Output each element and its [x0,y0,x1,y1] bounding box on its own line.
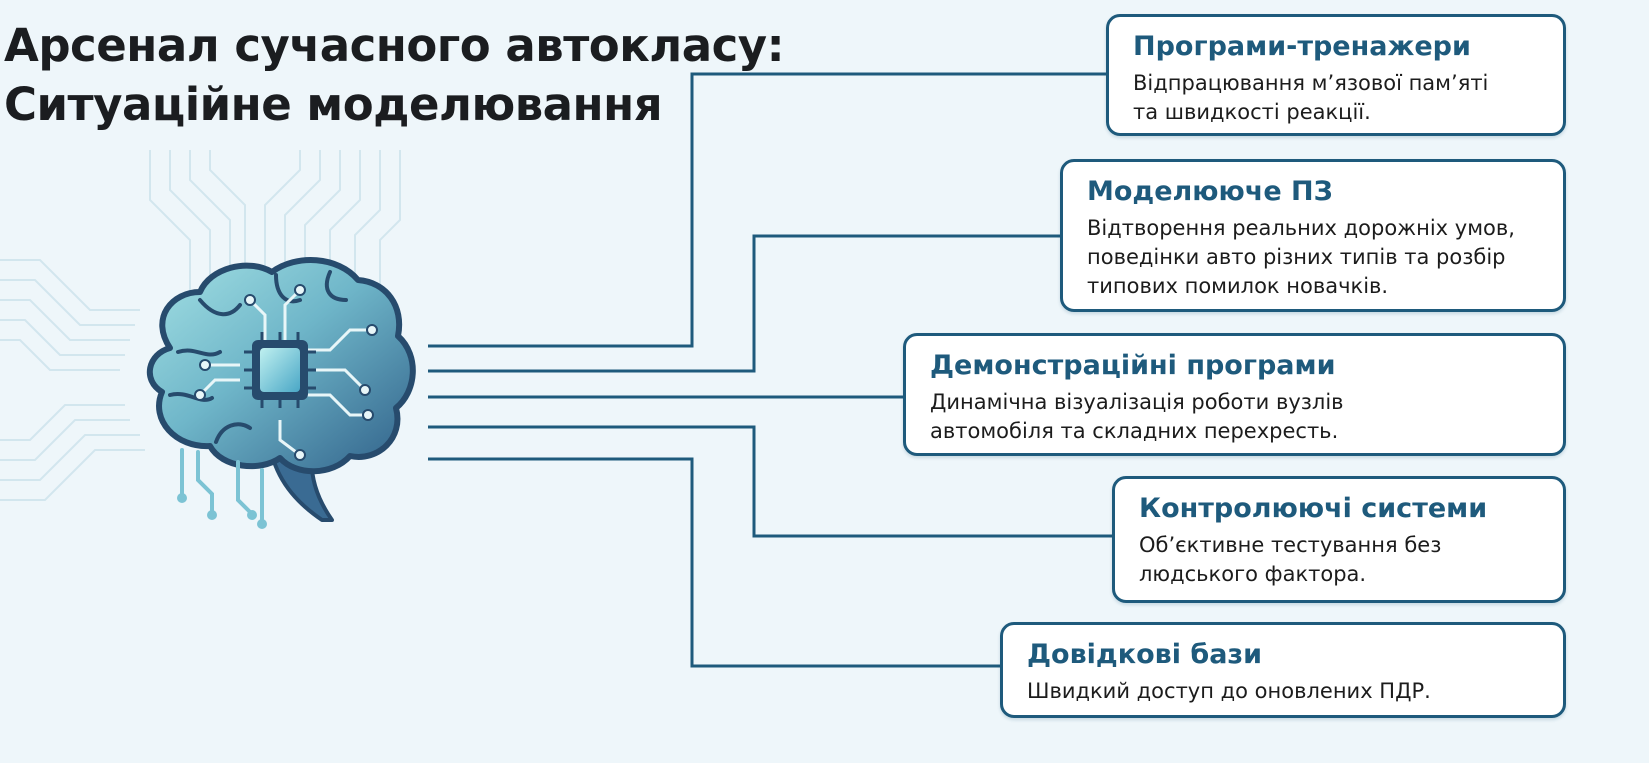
connector-programy-trenazhery [428,72,1106,348]
card-title: Програми-тренажери [1133,31,1471,62]
card-programy-trenazhery: Програми-тренажери Відпрацювання м’язово… [1106,14,1566,136]
card-description: Об’єктивне тестування без людського факт… [1139,533,1442,586]
page-title-line-1: Арсенал сучасного автокласу: [4,19,785,72]
card-description: Швидкий доступ до оновлених ПДР. [1027,679,1431,703]
card-title: Моделююче ПЗ [1087,176,1333,207]
brain-chip-icon [146,257,416,529]
connector-lines [428,72,1112,668]
card-description: Відтворення реальних дорожніх умов, пове… [1087,216,1515,298]
connector-kontroliuiuchi [428,425,1112,538]
card-description: Динамічна візуалізація роботи вузлів авт… [930,390,1344,443]
connector-modeliuiuche-pz [428,234,1060,373]
card-title: Демонстраційні програми [930,350,1336,381]
card-kontroliuiuchi-systemy: Контролюючі системи Об’єктивне тестуванн… [1112,476,1566,603]
connector-dovidkovi [428,457,1000,668]
card-title: Контролюючі системи [1139,493,1488,524]
card-dovidkovi-bazy: Довідкові бази Швидкий доступ до оновлен… [1000,622,1566,718]
card-title: Довідкові бази [1027,639,1263,670]
background-circuit-traces [0,150,401,501]
page-title-line-2: Ситуаційне моделювання [4,78,663,131]
card-modeliuiuche-pz: Моделююче ПЗ Відтворення реальних дорожн… [1060,159,1566,312]
card-description: Відпрацювання м’язової пам’яті та швидко… [1133,71,1489,124]
card-demonstratsiini-prohramy: Демонстраційні програми Динамічна візуал… [903,333,1566,456]
